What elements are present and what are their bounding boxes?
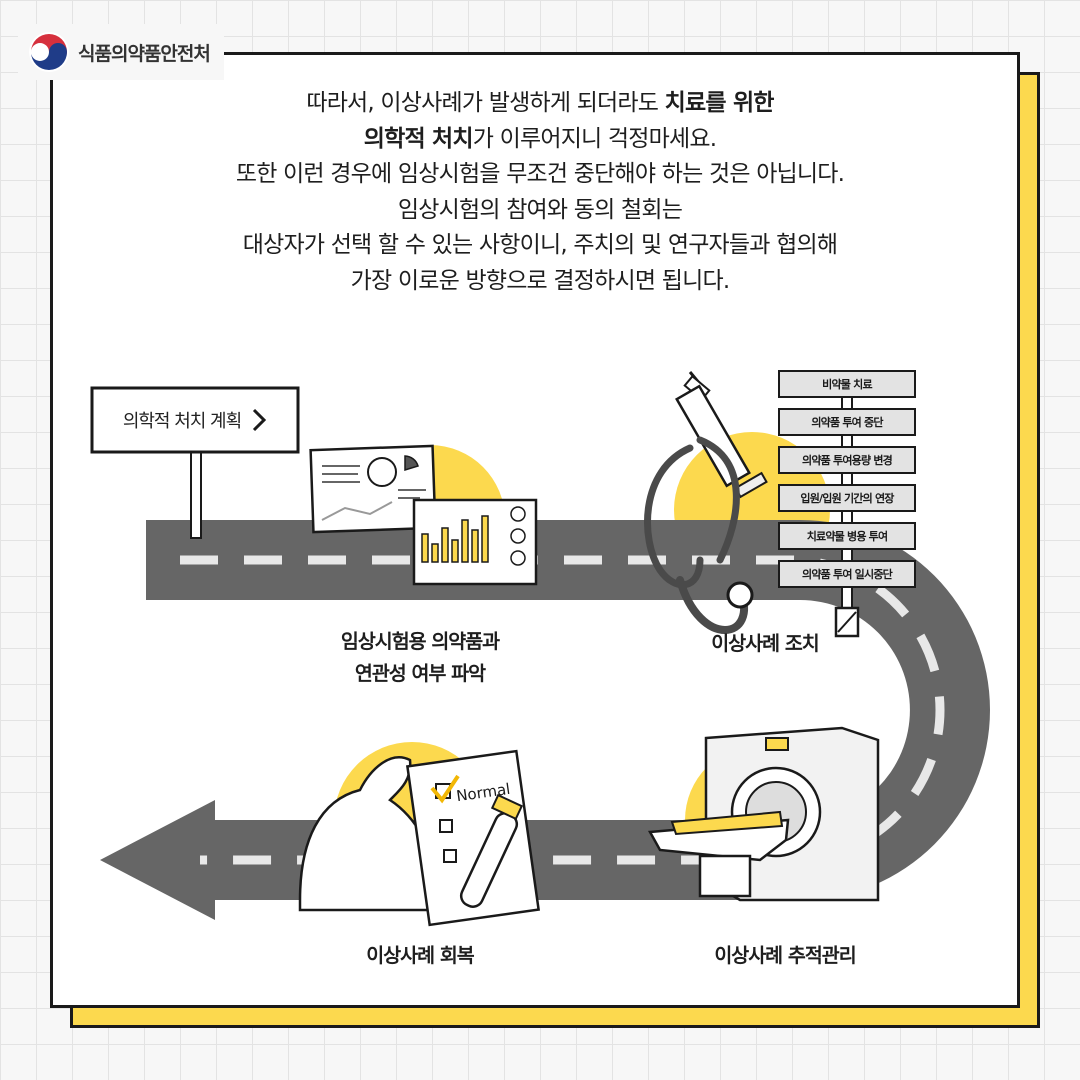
message-line-1: 따라서, 이상사례가 발생하게 되더라도 치료를 위한 bbox=[306, 90, 775, 116]
treatment-option-5: 치료약물 병용 투여 bbox=[778, 522, 916, 550]
message-line-6: 가장 이로운 방향으로 결정하시면 됩니다. bbox=[350, 267, 730, 294]
org-name: 식품의약품안전처 bbox=[78, 42, 211, 65]
test-tube-icon bbox=[459, 793, 524, 908]
emphasis-medical-care: 의학적 처치 bbox=[363, 125, 474, 152]
taegeuk-icon bbox=[29, 32, 69, 72]
message-line-2: 의학적 처치가 이루어지니 걱정마세요. bbox=[363, 125, 717, 152]
org-logo: 식품의약품안전처 bbox=[18, 24, 224, 80]
mri-scanner-icon bbox=[647, 726, 880, 902]
message-line-4: 임상시험의 참여와 동의 철회는 bbox=[397, 196, 683, 223]
message-line-3: 또한 이런 경우에 임상시험을 무조건 중단해야 하는 것은 아닙니다. bbox=[235, 161, 845, 187]
analysis-documents bbox=[309, 444, 538, 586]
emphasis-treatment: 치료를 위한 bbox=[664, 90, 775, 116]
checklist-document: Normal bbox=[405, 749, 541, 927]
treatment-option-6: 의약품 투여 일시중단 bbox=[778, 560, 916, 588]
treatment-option-4: 입원/입원 기간의 연장 bbox=[778, 484, 916, 512]
main-message: 따라서, 이상사례가 발생하게 되더라도 치료를 위한 의학적 처치가 이루어지… bbox=[60, 86, 1020, 299]
step1-caption: 임상시험용 의약품과 연관성 여부 파악 bbox=[340, 630, 500, 685]
treatment-plan-sign: 의학적 처치 계획 bbox=[92, 388, 298, 452]
step4-caption: 이상사례 회복 bbox=[366, 944, 474, 967]
step2-caption: 이상사례 조치 bbox=[711, 632, 819, 655]
message-line-5: 대상자가 선택 할 수 있는 사항이니, 주치의 및 연구자들과 협의해 bbox=[242, 232, 838, 258]
step3-caption: 이상사례 추적관리 bbox=[714, 944, 856, 967]
treatment-option-3: 의약품 투여용량 변경 bbox=[778, 446, 916, 474]
stethoscope-icon bbox=[644, 436, 754, 634]
treatment-option-1: 비약물 치료 bbox=[778, 370, 916, 398]
treatment-option-2: 의약품 투여 중단 bbox=[778, 408, 916, 436]
treatment-plan-label: 의학적 처치 계획 bbox=[122, 411, 242, 432]
chevron-right-icon bbox=[253, 408, 267, 432]
